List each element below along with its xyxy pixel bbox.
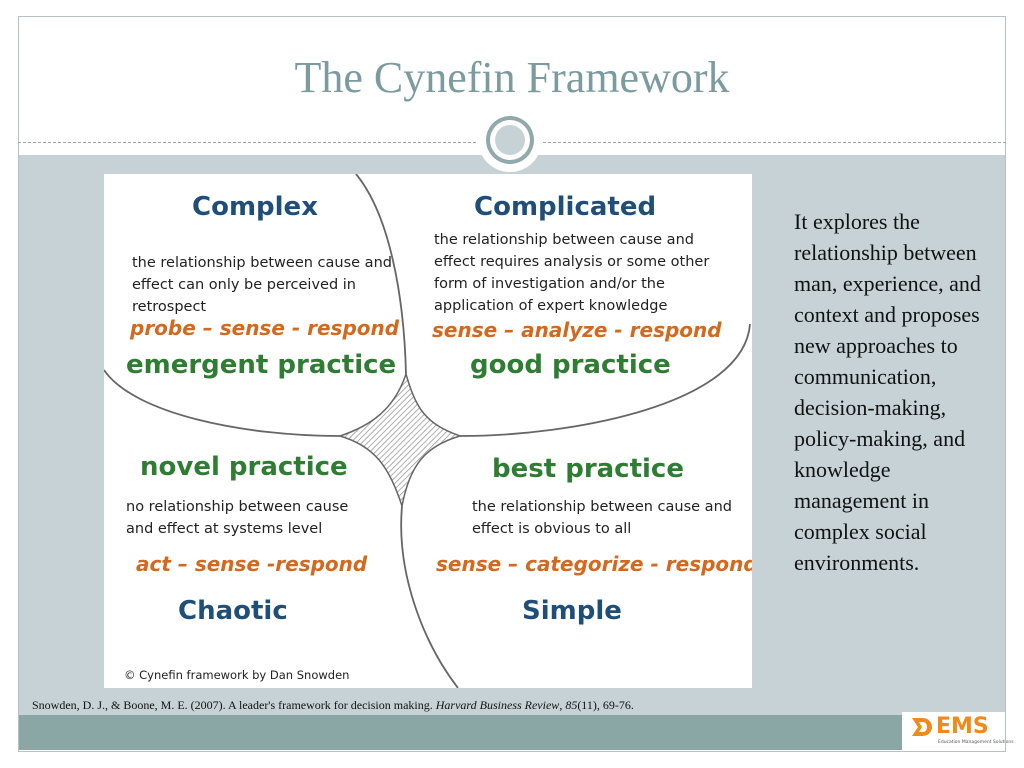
complex-domain-label: Complex xyxy=(192,192,318,222)
simple-domain-label: Simple xyxy=(522,596,622,626)
complicated-domain-label: Complicated xyxy=(474,192,657,222)
footer-bar xyxy=(18,715,902,750)
complicated-practice: good practice xyxy=(470,350,671,380)
complex-practice: emergent practice xyxy=(126,350,397,380)
citation-journal: Harvard Business Review xyxy=(435,698,560,712)
complex-description: the relationship between cause and effec… xyxy=(132,255,392,315)
citation-pages: (11), 69-76. xyxy=(577,698,634,712)
citation-authors: Snowden, D. J., & Boone, M. E. (2007). A… xyxy=(32,698,436,712)
citation: Snowden, D. J., & Boone, M. E. (2007). A… xyxy=(32,698,634,713)
simple-response: sense – categorize - respond xyxy=(436,552,752,576)
disorder-center-region xyxy=(337,371,463,507)
chaotic-response: act – sense -respond xyxy=(136,552,368,576)
boundary-top-left xyxy=(355,174,407,375)
boundary-bottom xyxy=(400,505,459,688)
simple-practice: best practice xyxy=(492,454,684,484)
citation-separator: , xyxy=(559,698,566,712)
simple-description: the relationship between cause and effec… xyxy=(472,499,732,537)
boundary-left xyxy=(104,369,341,437)
diagram-copyright: © Cynefin framework by Dan Snowden xyxy=(124,668,350,682)
ems-logo: EMS Education Management Solutions xyxy=(902,712,1014,750)
boundary-right xyxy=(459,323,751,437)
ems-logo-tagline: Education Management Solutions xyxy=(938,740,1014,745)
chaotic-description: no relationship between cause and effect… xyxy=(126,499,349,537)
cynefin-boundaries xyxy=(104,174,751,688)
ems-logo-name: EMS xyxy=(936,714,989,739)
complex-response: probe – sense - respond xyxy=(130,316,400,340)
citation-volume: 85 xyxy=(565,698,578,712)
ems-logo-icon xyxy=(912,718,932,736)
complicated-description: the relationship between cause and effec… xyxy=(434,232,710,314)
chaotic-practice: novel practice xyxy=(140,452,348,482)
slide-title: The Cynefin Framework xyxy=(294,53,730,102)
complicated-response: sense – analyze - respond xyxy=(432,318,722,342)
cynefin-diagram: Complex the relationship between cause a… xyxy=(104,174,752,688)
divider-ring-core xyxy=(495,125,525,155)
framework-description: It explores the relationship between man… xyxy=(794,209,981,575)
chaotic-domain-label: Chaotic xyxy=(178,596,288,626)
